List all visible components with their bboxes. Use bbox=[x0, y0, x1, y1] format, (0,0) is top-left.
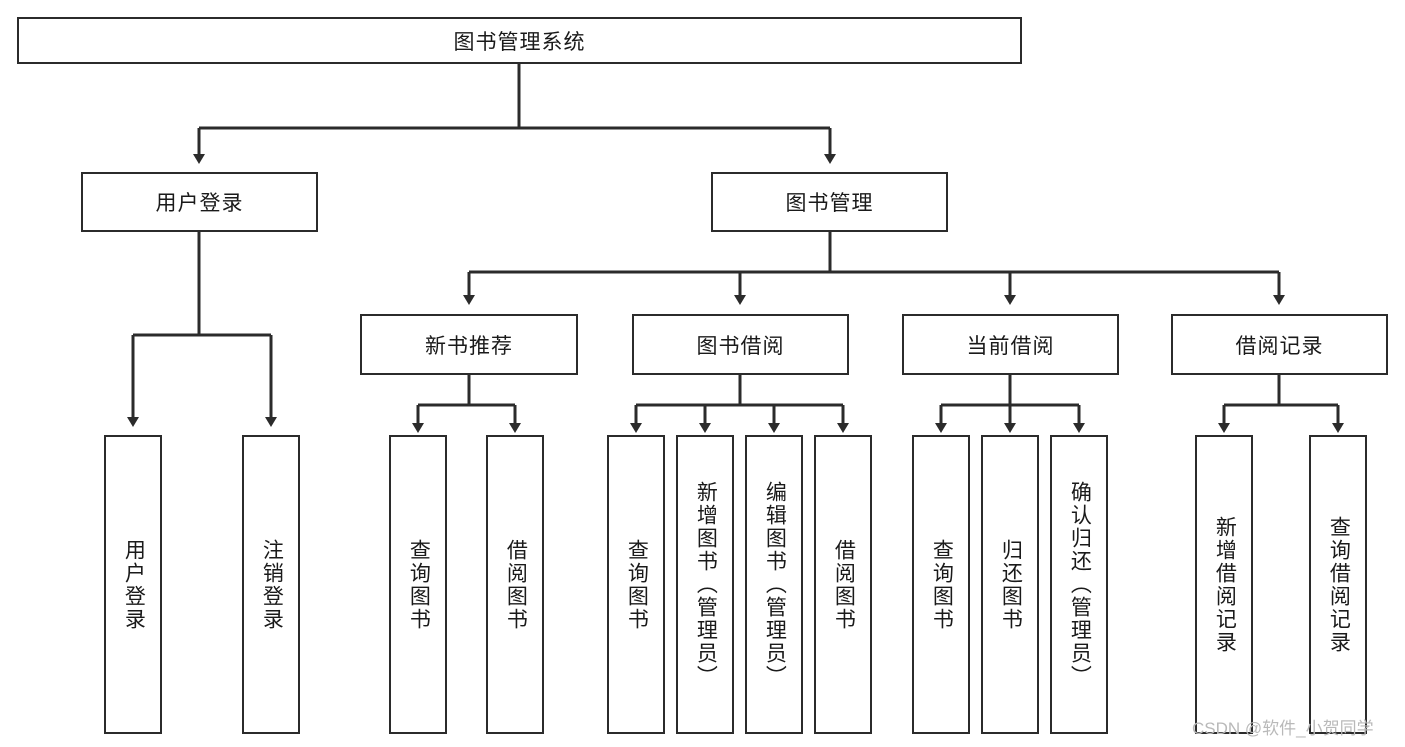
node-label: 借阅记录 bbox=[1235, 334, 1324, 358]
node-label: 借阅图书 bbox=[504, 538, 528, 631]
node-new-book-recommend[interactable]: 新书推荐 bbox=[360, 314, 578, 375]
leaf-current-borrow-query-book[interactable]: 查询图书 bbox=[912, 435, 970, 734]
node-label: 新增图书（管理员） bbox=[694, 481, 718, 688]
node-label: 图书管理系统 bbox=[453, 30, 586, 54]
leaf-book-borrow-edit-book-admin[interactable]: 编辑图书（管理员） bbox=[745, 435, 803, 734]
node-label: 查询图书 bbox=[407, 538, 431, 631]
node-label: 图书管理 bbox=[785, 192, 874, 215]
leaf-book-borrow-borrow-book[interactable]: 借阅图书 bbox=[814, 435, 872, 734]
leaf-book-borrow-query-book[interactable]: 查询图书 bbox=[607, 435, 665, 734]
node-book-management[interactable]: 图书管理 bbox=[711, 172, 948, 232]
node-label: 查询图书 bbox=[930, 538, 954, 631]
node-label: 图书借阅 bbox=[696, 334, 785, 358]
node-user-login[interactable]: 用户登录 bbox=[81, 172, 318, 232]
node-borrow-record[interactable]: 借阅记录 bbox=[1171, 314, 1388, 375]
leaf-new-book-borrow-book[interactable]: 借阅图书 bbox=[486, 435, 544, 734]
node-label: 新书推荐 bbox=[425, 334, 513, 358]
node-label: 确认归还（管理员） bbox=[1068, 481, 1092, 688]
leaf-borrow-record-query-record[interactable]: 查询借阅记录 bbox=[1309, 435, 1367, 734]
node-current-borrow[interactable]: 当前借阅 bbox=[902, 314, 1119, 375]
node-label: 查询借阅记录 bbox=[1327, 515, 1351, 654]
node-label: 注销登录 bbox=[260, 538, 284, 631]
leaf-new-book-query-book[interactable]: 查询图书 bbox=[389, 435, 447, 734]
node-book-borrow[interactable]: 图书借阅 bbox=[632, 314, 849, 375]
node-root-book-management-system[interactable]: 图书管理系统 bbox=[17, 17, 1022, 64]
leaf-current-borrow-return-book[interactable]: 归还图书 bbox=[981, 435, 1039, 734]
leaf-borrow-record-add-record[interactable]: 新增借阅记录 bbox=[1195, 435, 1253, 734]
node-label: 用户登录 bbox=[155, 192, 244, 215]
node-label: 查询图书 bbox=[625, 538, 649, 631]
node-label: 当前借阅 bbox=[966, 334, 1055, 358]
leaf-book-borrow-add-book-admin[interactable]: 新增图书（管理员） bbox=[676, 435, 734, 734]
node-label: 归还图书 bbox=[999, 538, 1023, 631]
leaf-user-login-login[interactable]: 用户登录 bbox=[104, 435, 162, 734]
node-label: 新增借阅记录 bbox=[1213, 515, 1237, 654]
leaf-current-borrow-confirm-return-admin[interactable]: 确认归还（管理员） bbox=[1050, 435, 1108, 734]
leaf-user-login-logout[interactable]: 注销登录 bbox=[242, 435, 300, 734]
csdn-watermark: CSDN @软件_小贺同学 bbox=[1192, 719, 1374, 738]
node-label: 编辑图书（管理员） bbox=[763, 481, 787, 688]
node-label: 用户登录 bbox=[122, 538, 146, 631]
node-label: 借阅图书 bbox=[832, 538, 856, 631]
